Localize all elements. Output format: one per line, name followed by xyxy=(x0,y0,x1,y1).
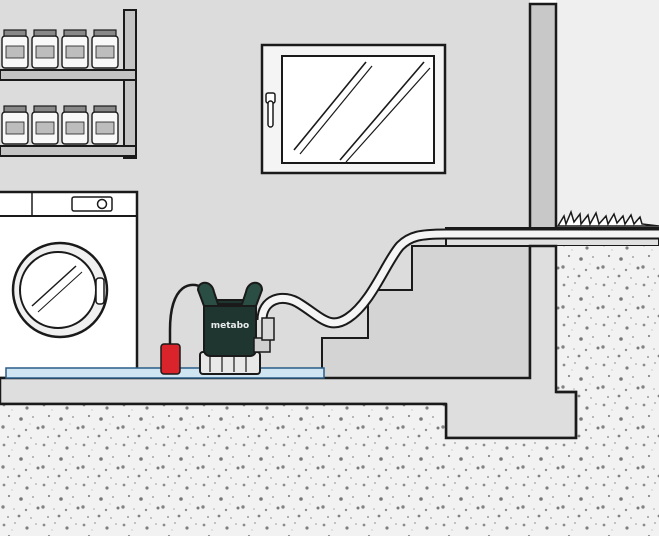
float-switch xyxy=(160,343,181,375)
jar-icon xyxy=(91,29,119,69)
jar-icon xyxy=(31,105,59,145)
jar-icon xyxy=(61,105,89,145)
jar-icon xyxy=(61,29,89,69)
jar-icon xyxy=(91,105,119,145)
pump-brand-label: metabo xyxy=(211,321,249,331)
discharge-hose xyxy=(256,228,659,329)
outside-area xyxy=(556,0,659,228)
submersible-pump: metabo xyxy=(196,281,275,375)
window-handle-icon xyxy=(265,92,276,128)
jar-icon xyxy=(1,29,29,69)
jar-icon xyxy=(31,29,59,69)
washing-machine-icon xyxy=(0,190,139,380)
jar-icon xyxy=(1,105,29,145)
ground-soil-lower xyxy=(446,439,659,536)
shelf-unit xyxy=(0,9,137,159)
grass-tuft-icon xyxy=(556,209,659,227)
shelf-jars-icon xyxy=(1,29,119,145)
window xyxy=(260,43,447,175)
ground-soil xyxy=(0,405,446,536)
